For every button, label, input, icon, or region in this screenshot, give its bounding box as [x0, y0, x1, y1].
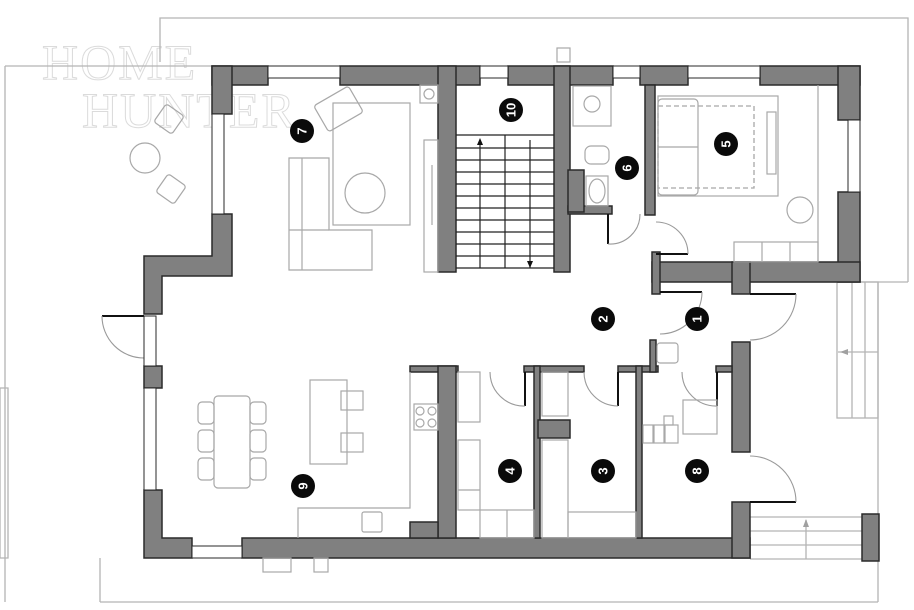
room-marker-4[interactable]: 4 [498, 459, 522, 483]
room-marker-3[interactable]: 3 [591, 459, 615, 483]
svg-text:6: 6 [620, 164, 635, 171]
room-marker-10[interactable]: 10 [499, 98, 523, 122]
svg-text:2: 2 [596, 315, 611, 322]
windows [143, 65, 861, 559]
furniture-living [288, 84, 439, 273]
room-marker-9[interactable]: 9 [291, 474, 315, 498]
walls [143, 65, 861, 559]
svg-text:3: 3 [596, 467, 611, 474]
entrance-steps-upper [836, 281, 879, 419]
room-marker-1[interactable]: 1 [685, 307, 709, 331]
svg-text:8: 8 [690, 467, 705, 474]
svg-text:4: 4 [503, 467, 518, 475]
staircase [456, 134, 554, 269]
room-marker-5[interactable]: 5 [714, 132, 738, 156]
room-marker-7[interactable]: 8 [685, 459, 709, 483]
entrance-steps-lower [750, 513, 880, 562]
svg-text:10: 10 [504, 103, 519, 117]
svg-text:5: 5 [719, 140, 734, 147]
room-marker-8[interactable]: 7 [290, 119, 314, 143]
furniture-dining-kitchen [197, 372, 439, 573]
svg-text:1: 1 [690, 315, 705, 322]
furniture-pantry-utility [457, 342, 718, 539]
room-marker-2[interactable]: 2 [591, 307, 615, 331]
svg-text:9: 9 [296, 482, 311, 489]
furniture-bath-bedroom [572, 85, 819, 263]
doors [101, 213, 797, 503]
room-marker-6[interactable]: 6 [615, 156, 639, 180]
svg-text:7: 7 [295, 127, 310, 134]
